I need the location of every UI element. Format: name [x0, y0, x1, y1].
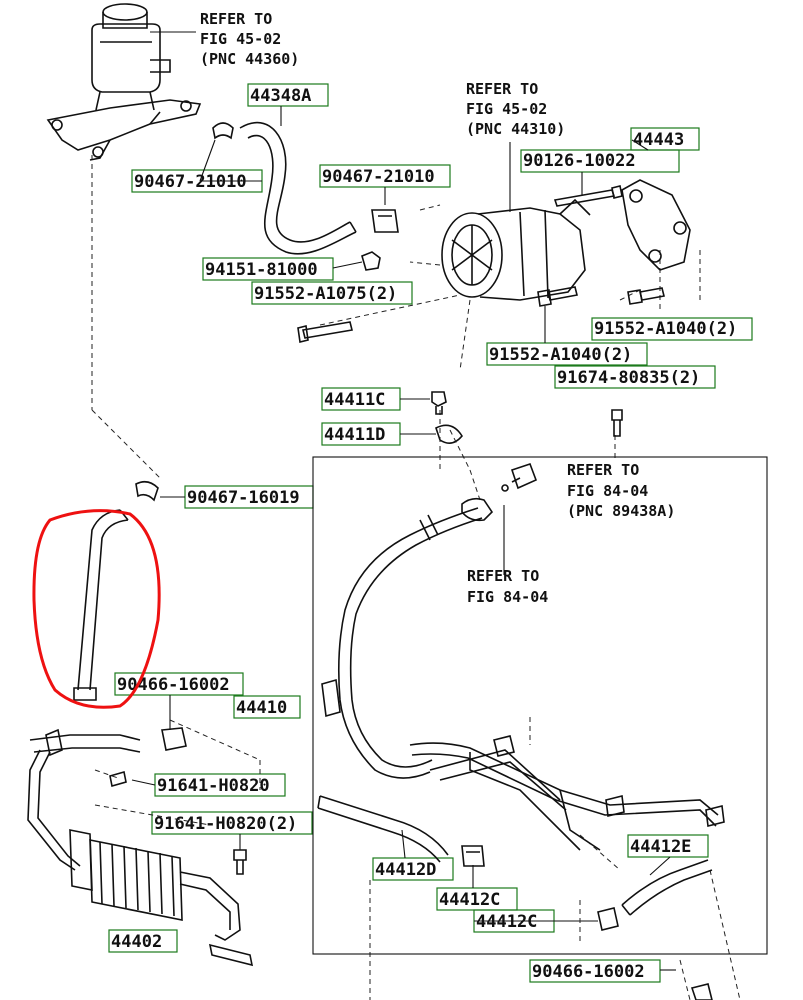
svg-text:90467-16019: 90467-16019 [187, 488, 300, 508]
label-91552-a1040-b[interactable]: 91552-A1040(2) [486, 342, 648, 366]
reservoir-bracket[interactable] [46, 99, 202, 161]
svg-text:90466-16002: 90466-16002 [532, 962, 645, 982]
cooler-lines[interactable] [27, 728, 141, 871]
ref-44360-line3: (PNC 44360) [200, 50, 299, 68]
svg-text:44412E: 44412E [630, 837, 691, 857]
label-44411d[interactable]: 44411D [321, 422, 401, 446]
svg-text:44348A: 44348A [250, 86, 311, 106]
union-bolt-44411c[interactable] [431, 391, 447, 415]
gasket-44411d[interactable] [435, 424, 463, 444]
ref-89438a-line3: (PNC 89438A) [567, 502, 675, 520]
label-90466-16002-a[interactable]: 90466-16002 [114, 672, 244, 696]
clamp-90467-21010-a[interactable] [212, 122, 234, 140]
svg-text:90126-10022: 90126-10022 [523, 151, 636, 171]
pressure-hose-44410[interactable] [321, 497, 494, 779]
label-91552-a1075[interactable]: 91552-A1075(2) [251, 281, 413, 305]
ref-44310-line1: REFER TO [466, 80, 538, 98]
clamp-44412c-a[interactable] [461, 845, 485, 867]
svg-text:44412C: 44412C [439, 890, 500, 910]
bolt-91641-h0820-b[interactable] [233, 849, 247, 875]
svg-text:91552-A1040(2): 91552-A1040(2) [489, 345, 632, 365]
svg-text:91641-H0820: 91641-H0820 [157, 776, 270, 796]
ref-group-44360: REFER TO FIG 45-02 (PNC 44360) [200, 10, 299, 68]
ref-84-04-line2: FIG 84-04 [467, 588, 548, 606]
svg-text:44411C: 44411C [324, 390, 385, 410]
dashed-guides [91, 155, 741, 1000]
ref-group-89438a: REFER TO FIG 84-04 (PNC 89438A) [567, 461, 675, 520]
label-90467-16019[interactable]: 90467-16019 [184, 485, 314, 509]
ref-44360-line1: REFER TO [200, 10, 272, 28]
label-91641-h0820-b[interactable]: 91641-H0820(2) [151, 811, 313, 835]
bolt-91552-a1040-a[interactable] [627, 287, 665, 305]
label-44348a[interactable]: 44348A [247, 83, 329, 107]
pump-bracket-44443[interactable] [621, 179, 691, 271]
svg-text:90466-16002: 90466-16002 [117, 675, 230, 695]
pressure-sensor[interactable] [501, 462, 538, 492]
label-44412d[interactable]: 44412D [372, 857, 454, 881]
sub-assembly-frame [312, 456, 768, 955]
label-91674-80835[interactable]: 91674-80835(2) [554, 365, 716, 389]
label-44402[interactable]: 44402 [108, 929, 178, 953]
label-44411c[interactable]: 44411C [321, 387, 401, 411]
clamp-44412c-b[interactable] [597, 907, 619, 931]
svg-text:94151-81000: 94151-81000 [205, 260, 318, 280]
clamp-90467-21010-b[interactable] [371, 209, 399, 233]
label-90467-21010-b[interactable]: 90467-21010 [319, 164, 451, 188]
clamp-90466-16002-b[interactable] [690, 983, 713, 1000]
svg-text:91552-A1075(2): 91552-A1075(2) [254, 284, 397, 304]
label-44412e[interactable]: 44412E [627, 834, 709, 858]
leader-lines [131, 31, 676, 971]
svg-text:44412D: 44412D [375, 860, 436, 880]
clamp-90467-16019[interactable] [135, 480, 159, 502]
svg-text:44412C: 44412C [476, 912, 537, 932]
bolt-91552-a1075[interactable] [297, 321, 353, 343]
svg-text:44443: 44443 [633, 130, 684, 150]
svg-text:90467-21010: 90467-21010 [322, 167, 435, 187]
label-94151-81000[interactable]: 94151-81000 [202, 257, 334, 281]
ref-group-44310: REFER TO FIG 45-02 (PNC 44310) [466, 80, 565, 138]
label-90466-16002-b[interactable]: 90466-16002 [529, 959, 661, 983]
ref-group-84-04: REFER TO FIG 84-04 [467, 567, 548, 606]
ref-44310-line3: (PNC 44310) [466, 120, 565, 138]
bolt-91552-a1040-b[interactable] [537, 286, 578, 307]
power-steering-pump[interactable] [441, 198, 591, 301]
clamp-90466-16002-a[interactable] [161, 727, 187, 751]
label-44443[interactable]: 44443 [630, 127, 700, 151]
svg-text:91552-A1040(2): 91552-A1040(2) [594, 319, 737, 339]
svg-text:90467-21010: 90467-21010 [134, 172, 247, 192]
red-highlight-circle [32, 509, 161, 709]
hose-44412e[interactable] [621, 859, 713, 916]
label-44412c-a[interactable]: 44412C [436, 887, 518, 911]
svg-text:44411D: 44411D [324, 425, 385, 445]
label-91641-h0820-a[interactable]: 91641-H0820 [154, 773, 286, 797]
bolt-91641-h0820-a[interactable] [109, 770, 127, 788]
label-90126-10022[interactable]: 90126-10022 [520, 149, 680, 173]
pipe-bundle[interactable] [409, 735, 725, 851]
return-hose-highlighted[interactable] [73, 509, 129, 701]
ref-89438a-line2: FIG 84-04 [567, 482, 648, 500]
hose-44412d[interactable] [317, 795, 449, 863]
svg-text:91674-80835(2): 91674-80835(2) [557, 368, 700, 388]
ref-44360-line2: FIG 45-02 [200, 30, 281, 48]
svg-text:91641-H0820(2): 91641-H0820(2) [154, 814, 297, 834]
svg-text:44402: 44402 [111, 932, 162, 952]
svg-text:44410: 44410 [236, 698, 287, 718]
bolt-91674-80835[interactable] [611, 409, 623, 437]
ref-84-04-line1: REFER TO [467, 567, 539, 585]
ref-44310-line2: FIG 45-02 [466, 100, 547, 118]
ref-89438a-line1: REFER TO [567, 461, 639, 479]
reservoir-tank[interactable] [91, 3, 171, 111]
nut-94151-81000[interactable] [361, 251, 381, 271]
bolt-90126-10022[interactable] [553, 185, 623, 207]
label-44410[interactable]: 44410 [233, 695, 301, 719]
label-91552-a1040-a[interactable]: 91552-A1040(2) [591, 317, 753, 341]
hose-44348a[interactable] [239, 121, 357, 255]
